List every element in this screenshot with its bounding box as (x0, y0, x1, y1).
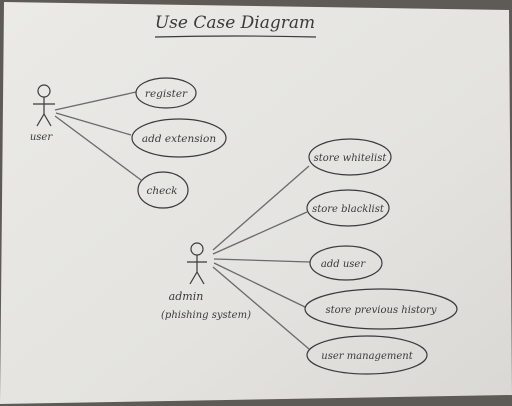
assoc-user-check (54, 115, 142, 181)
actor-user-label: user (30, 132, 53, 143)
use-case-label: check (146, 185, 177, 197)
use-case-label: add user (321, 259, 366, 270)
assoc-admin-store-blacklist (212, 211, 308, 255)
actor-admin (187, 242, 207, 285)
actor-leg-left (36, 113, 45, 127)
use-case-ellipse (131, 118, 227, 158)
actor-leg-right (43, 113, 52, 127)
diagram-title: Use Case Diagram (155, 13, 315, 33)
assoc-admin-store-whitelist (212, 165, 310, 251)
admin-associations (212, 165, 311, 350)
user-associations (54, 91, 142, 181)
use-case-add-extension: add extension (131, 118, 227, 158)
use-case-ellipse (306, 335, 428, 375)
use-case-label: add extension (142, 133, 216, 145)
assoc-user-add-extension (55, 112, 132, 136)
use-case-add-user: add user (309, 245, 383, 281)
use-case-ellipse (308, 138, 392, 176)
use-case-ellipse (309, 245, 383, 281)
use-case-label: store blacklist (312, 204, 385, 215)
use-case-store-blacklist: store blacklist (306, 189, 390, 227)
use-case-store-whitelist: store whitelist (308, 138, 392, 176)
use-case-ellipse (135, 77, 197, 109)
actor-leg-left (189, 271, 198, 285)
assoc-admin-store-previous-history (213, 262, 306, 308)
actor-leg-right (196, 271, 205, 285)
use-case-label: register (145, 88, 188, 100)
use-case-ellipse (306, 189, 390, 227)
actor-user (33, 84, 55, 127)
actor-admin-label: admin (169, 290, 204, 303)
use-case-label: user management (321, 351, 413, 362)
title-underline (154, 35, 317, 38)
assoc-user-register (54, 91, 137, 111)
use-case-ellipse (137, 171, 189, 209)
use-case-ellipse (304, 288, 458, 330)
use-case-store-previous-history: store previous history (304, 288, 458, 330)
actor-admin-sublabel: (phishing system) (161, 310, 251, 321)
use-case-user-management: user management (306, 335, 428, 375)
use-case-check: check (137, 171, 189, 209)
use-case-label: store whitelist (314, 153, 388, 164)
assoc-admin-user-management (212, 266, 310, 350)
use-case-register: register (135, 77, 197, 109)
assoc-admin-add-user (213, 258, 311, 263)
use-case-label: store previous history (325, 305, 436, 316)
